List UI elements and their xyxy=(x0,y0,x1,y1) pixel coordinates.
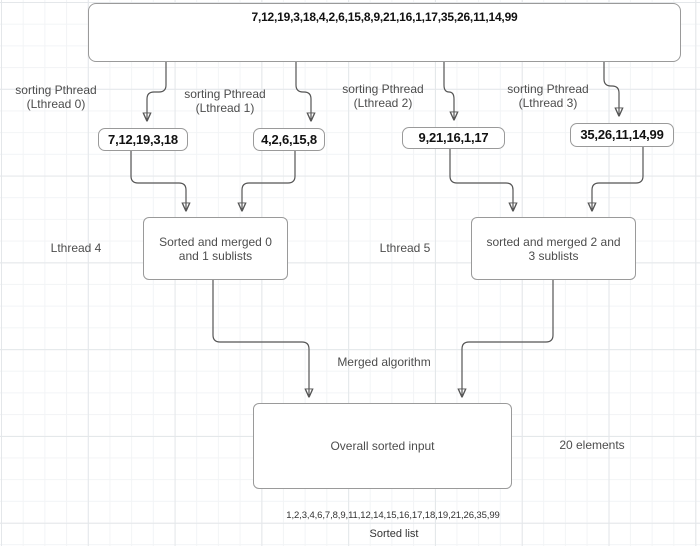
thread-label-1-line2: (Lthread 1) xyxy=(195,101,255,115)
thread-label-1: sorting Pthread (Lthread 1) xyxy=(169,87,281,115)
connector-input-to-sublist-2 xyxy=(443,62,454,119)
merge-right-node: sorted and merged 2 and 3 sublists xyxy=(471,217,636,280)
thread-label-2-line1: sorting Pthread xyxy=(342,82,424,96)
connector-sublist-3-to-merge-right xyxy=(592,147,644,210)
merge-left-node-text: Sorted and merged 0 and 1 sublists xyxy=(159,234,272,263)
merge-right-thread-label-text: Lthread 5 xyxy=(379,241,431,255)
input-list-node: 7,12,19,3,18,4,2,6,15,8,9,21,16,1,17,35,… xyxy=(88,3,681,62)
thread-label-0-line2: (Lthread 0) xyxy=(26,97,86,111)
input-list-text: 7,12,19,3,18,4,2,6,15,8,9,21,16,1,17,35,… xyxy=(251,10,518,24)
sorted-list-caption-text: Sorted list xyxy=(369,528,419,540)
sublist-node-2: 9,21,16,1,17 xyxy=(402,127,505,149)
merge-left-node: Sorted and merged 0 and 1 sublists xyxy=(143,217,288,280)
connector-sublist-2-to-merge-right xyxy=(449,149,513,210)
merge-right-thread-label: Lthread 5 xyxy=(369,241,441,255)
thread-label-3: sorting Pthread (Lthread 3) xyxy=(492,82,604,110)
element-count-label: 20 elements xyxy=(552,438,632,452)
output-node: Overall sorted input xyxy=(253,403,512,489)
connector-merge-right-to-output xyxy=(462,280,554,396)
sublist-node-0: 7,12,19,3,18 xyxy=(98,128,188,151)
connector-input-to-sublist-1 xyxy=(295,62,311,120)
connector-input-to-sublist-0 xyxy=(147,62,167,120)
connector-merge-left-to-output xyxy=(212,280,309,396)
merge-step-label-text: Merged algorithm xyxy=(337,355,431,369)
sublist-node-3-text: 35,26,11,14,99 xyxy=(580,127,664,142)
sublist-node-3: 35,26,11,14,99 xyxy=(570,123,674,147)
thread-label-2-line2: (Lthread 2) xyxy=(353,96,413,110)
sorted-list-caption: Sorted list xyxy=(344,528,444,540)
thread-label-1-line1: sorting Pthread xyxy=(184,87,266,101)
sorted-values: 1,2,3,4,6,7,8,9,11,12,14,15,16,17,18,19,… xyxy=(286,510,500,521)
connector-sublist-1-to-merge-left xyxy=(242,151,296,210)
sorted-values-text: 1,2,3,4,6,7,8,9,11,12,14,15,16,17,18,19,… xyxy=(243,510,543,521)
sublist-node-1-text: 4,2,6,15,8 xyxy=(261,131,317,147)
thread-label-2: sorting Pthread (Lthread 2) xyxy=(327,82,439,110)
sublist-node-0-text: 7,12,19,3,18 xyxy=(108,131,178,147)
sublist-node-2-text: 9,21,16,1,17 xyxy=(418,130,489,145)
thread-label-0: sorting Pthread (Lthread 0) xyxy=(0,83,112,111)
connector-input-to-sublist-3 xyxy=(603,62,619,115)
element-count-label-text: 20 elements xyxy=(559,438,625,452)
merge-left-thread-label-text: Lthread 4 xyxy=(50,241,102,255)
merge-left-thread-label: Lthread 4 xyxy=(40,241,112,255)
merge-right-node-text: sorted and merged 2 and 3 sublists xyxy=(486,234,621,263)
thread-label-3-line1: sorting Pthread xyxy=(507,82,589,96)
sublist-node-1: 4,2,6,15,8 xyxy=(253,128,325,151)
thread-label-0-line1: sorting Pthread xyxy=(15,83,97,97)
output-node-text: Overall sorted input xyxy=(330,439,435,453)
connector-sublist-0-to-merge-left xyxy=(130,151,186,210)
thread-label-3-line2: (Lthread 3) xyxy=(518,96,578,110)
merge-step-label: Merged algorithm xyxy=(324,355,444,369)
